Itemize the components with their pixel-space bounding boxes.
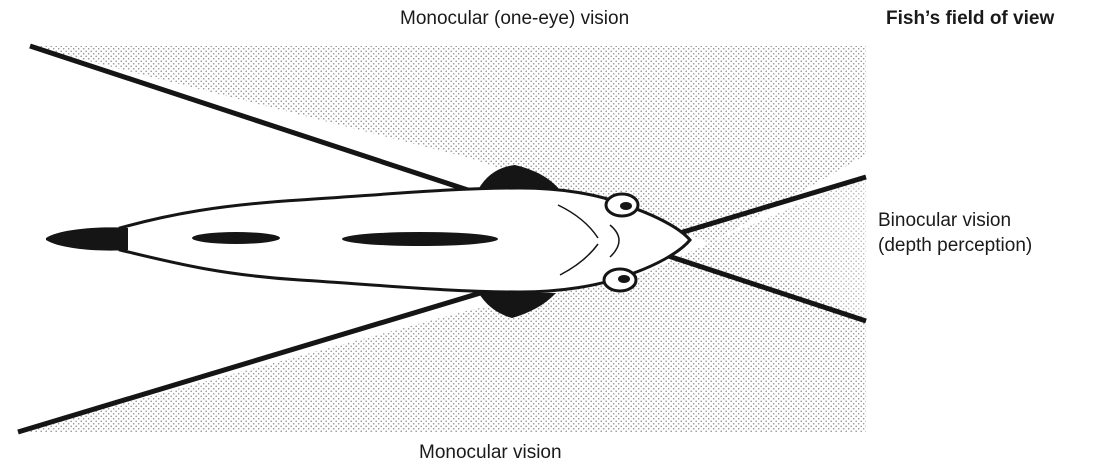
fish-marking-1 (192, 232, 280, 244)
fish-marking-2 (342, 232, 498, 246)
fish-eye-upper (606, 194, 638, 216)
fish-tail (46, 227, 128, 250)
monocular-bottom-label: Monocular vision (419, 441, 562, 465)
fish-eye-lower (604, 269, 636, 291)
field-of-view-diagram (0, 0, 1108, 440)
